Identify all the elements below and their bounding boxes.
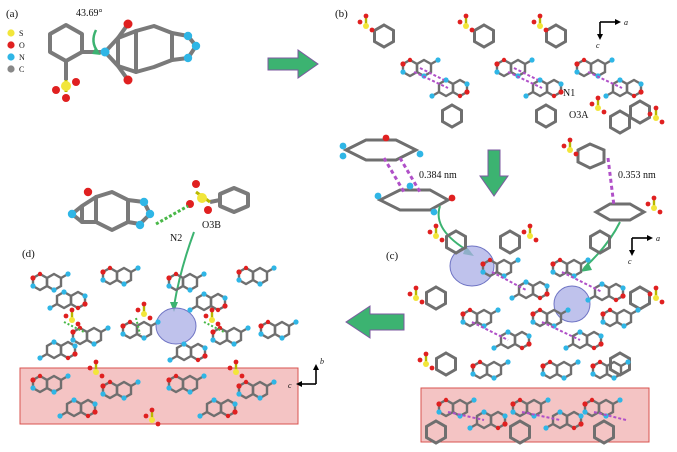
- legend-oxygen-label: O: [19, 41, 25, 50]
- panel-a: (a) S O N C: [6, 8, 201, 102]
- highlight-circle-2: [553, 285, 591, 323]
- molecule-a: [48, 22, 198, 82]
- axis-b-label: b: [320, 357, 324, 366]
- packing-lattice-d: [29, 264, 300, 428]
- highlight-circle-3: [155, 307, 197, 345]
- panel-c-label: (c): [386, 250, 399, 262]
- pointer-arrowhead: [170, 302, 178, 312]
- n-atom: [135, 220, 145, 230]
- axis-indicator-c: a c: [628, 234, 660, 266]
- atom-legend: S O N C: [7, 29, 25, 74]
- sulfonyl-group: [52, 78, 80, 102]
- legend-carbon-dot: [7, 65, 15, 73]
- legend-sulfur-dot: [7, 29, 15, 37]
- axis-a-label: a: [624, 18, 628, 27]
- arrow-left-c-to-d: [345, 305, 405, 339]
- angle-arrowhead: [92, 48, 101, 55]
- panel-d-label: (d): [22, 248, 35, 260]
- panel-c: 0.384 nm 0.353 nm (c) a c: [339, 134, 666, 445]
- atom-n2-label: N2: [170, 233, 182, 244]
- atom-o3b-label: O3B: [202, 220, 221, 231]
- panel-d: N2 O3B (d) b c: [19, 180, 324, 428]
- atom-o3a-label: O3A: [569, 110, 589, 121]
- dihedral-angle-label: 43.69°: [76, 8, 103, 19]
- pi-stack-inset-1: [339, 134, 456, 216]
- n-atom: [183, 31, 193, 41]
- panel-b: (b) a c N1 O3A: [335, 8, 666, 135]
- pi-stack-inset-2: [560, 136, 664, 222]
- arrow-down-b-to-c: [479, 149, 509, 197]
- o-atom: [123, 75, 133, 85]
- o-atom: [83, 187, 93, 197]
- hydrogen-bond: [155, 204, 189, 226]
- distance-label-2: 0.353 nm: [618, 170, 656, 181]
- angle-arc: [92, 29, 100, 53]
- n-atom: [191, 41, 201, 51]
- legend-oxygen-dot: [7, 41, 15, 49]
- panel-b-label: (b): [335, 8, 348, 20]
- n-atom: [67, 209, 77, 219]
- legend-nitrogen-dot: [7, 53, 15, 61]
- axis-indicator-b: a c: [596, 18, 628, 50]
- panel-a-label: (a): [6, 8, 19, 20]
- axis-indicator-d: b c: [288, 357, 324, 390]
- highlight-circle-1: [449, 245, 495, 287]
- axis-a-label: a: [656, 234, 660, 243]
- n-atom: [145, 209, 155, 219]
- axis-c-label: c: [628, 257, 632, 266]
- packing-lattice-c: [406, 222, 666, 445]
- o-atom: [123, 19, 133, 29]
- pointer-arrow-3: [173, 231, 195, 307]
- packing-chain-b: [356, 12, 666, 135]
- legend-sulfur-label: S: [19, 29, 23, 38]
- n-atom: [139, 197, 149, 207]
- axis-c-label: c: [288, 381, 292, 390]
- distance-label-1: 0.384 nm: [419, 170, 457, 181]
- legend-nitrogen-label: N: [19, 53, 25, 62]
- pointer-arrowhead: [580, 262, 592, 272]
- hbond-inset: [70, 186, 250, 232]
- atom-n1-label: N1: [563, 88, 575, 99]
- sulfonyl-group: [186, 180, 212, 214]
- arrow-right-a-to-b: [267, 49, 319, 79]
- n-atom: [183, 53, 193, 63]
- axis-c-label: c: [596, 41, 600, 50]
- n-atom: [100, 47, 110, 57]
- legend-carbon-label: C: [19, 65, 24, 74]
